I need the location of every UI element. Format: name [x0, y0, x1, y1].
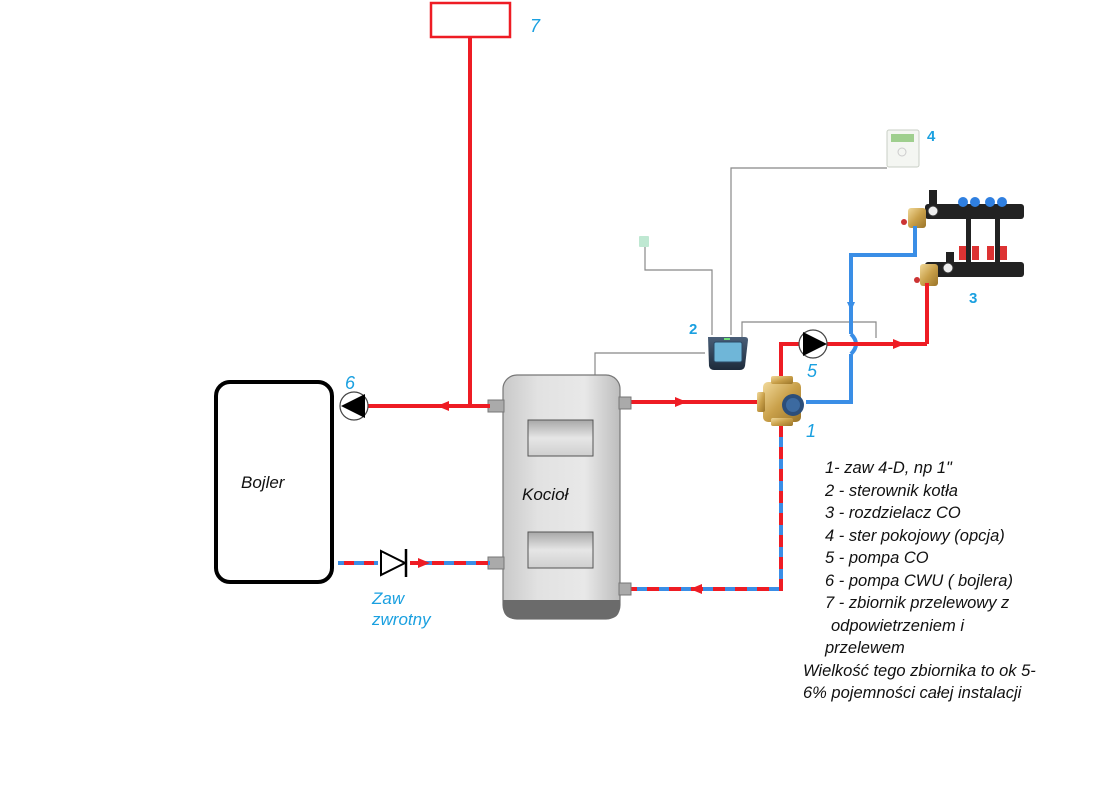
boiler-kociol — [487, 374, 632, 620]
temperature-sensor-icon — [639, 236, 649, 247]
legend-item-continuation: odpowietrzeniem i — [831, 616, 964, 635]
legend-item: 7 - zbiornik przelewowy z — [825, 594, 1010, 612]
check-valve-icon — [380, 549, 408, 577]
boiler-label: Kocioł — [522, 485, 570, 504]
legend-item: 3 - rozdzielacz CO — [825, 504, 961, 522]
cwu-pump-number: 6 — [345, 373, 356, 393]
flow-arrow — [847, 302, 855, 311]
room-controller-icon — [886, 129, 920, 168]
legend-item-continuation: przelewem — [825, 639, 905, 657]
expansion-tank-number: 7 — [530, 16, 541, 36]
legend-item: 4 - ster pokojowy (opcja) — [825, 526, 1005, 545]
legend-item: 1- zaw 4-D, np 1" — [825, 459, 952, 477]
boiler-controller-number: 2 — [689, 321, 697, 338]
legend-note: 6% pojemności całej instalacji — [803, 683, 1022, 702]
room-controller-number: 4 — [927, 128, 936, 145]
return-pipe-manifold — [806, 226, 917, 404]
flow-arrow — [675, 397, 687, 407]
valve-number: 1 — [806, 421, 816, 441]
co-pump-number: 5 — [807, 361, 818, 381]
bojler-label: Bojler — [241, 473, 286, 492]
check-valve-label-2: zwrotny — [371, 610, 432, 629]
control-wires — [594, 167, 887, 375]
co-pump-icon — [798, 329, 828, 359]
check-valve-label-1: Zaw — [371, 589, 406, 608]
cwu-pump-icon — [339, 391, 369, 421]
flow-arrow — [690, 584, 702, 594]
legend-item: 6 - pompa CWU ( bojlera) — [825, 571, 1013, 590]
flow-arrow — [893, 339, 905, 349]
flow-arrow — [437, 401, 449, 411]
flow-arrow — [418, 558, 430, 568]
manifold-icon — [901, 190, 1024, 286]
legend-item: 2 - sterownik kotła — [825, 481, 958, 500]
manifold-number: 3 — [969, 290, 977, 307]
legend-note: Wielkość tego zbiornika to ok 5- — [803, 661, 1036, 680]
expansion-tank — [429, 1, 512, 406]
bojler-tank — [214, 380, 334, 584]
legend-item: 5 - pompa CO — [825, 549, 929, 567]
return-pipe-boiler — [628, 425, 783, 591]
four-way-valve-icon — [757, 376, 804, 426]
boiler-controller-icon — [708, 337, 748, 370]
legend: 1- zaw 4-D, np 1" 2 - sterownik kotła 3 … — [803, 457, 1093, 704]
